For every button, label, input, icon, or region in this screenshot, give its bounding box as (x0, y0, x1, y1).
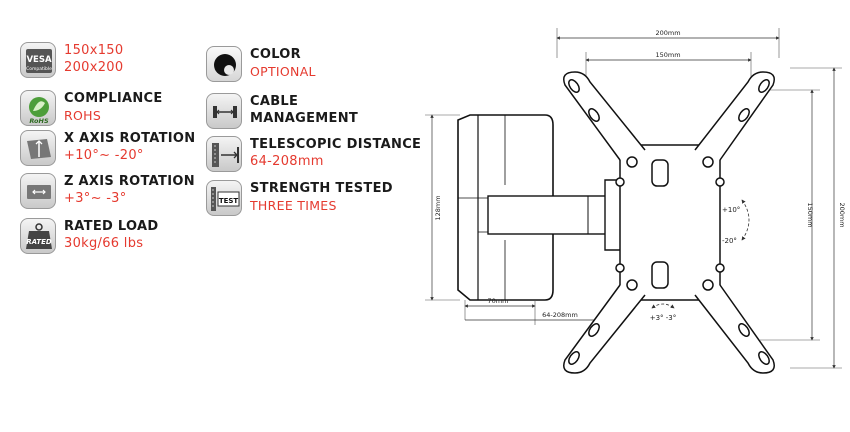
test-icon: TEST (206, 180, 242, 216)
z-rotation-icon (20, 173, 56, 209)
arm (487, 179, 623, 251)
compliance-label: COMPLIANCE (64, 91, 163, 106)
x-rotation-value: +10°~ -20° (64, 148, 144, 163)
dim-arm-range: 64-208mm (465, 310, 606, 325)
color-value: OPTIONAL (250, 64, 316, 79)
dim-width-outer: 200mm (556, 28, 780, 58)
weight-icon-text: RATED (26, 238, 52, 246)
rated-load-value: 30kg/66 lbs (64, 236, 144, 251)
spec-rated-load: RATED RATED LOAD 30kg/66 lbs (20, 218, 159, 254)
cable-clip-icon (206, 93, 242, 129)
spec-vesa: VESA Compatible 150x150 200x200 (20, 42, 123, 78)
spec-color: COLOR OPTIONAL (206, 46, 316, 82)
dim-arm-range-label: 64-208mm (542, 311, 578, 319)
z-rotation-label: Z AXIS ROTATION (64, 174, 195, 189)
rohs-icon: RoHS (20, 90, 56, 126)
dim-height-inner: 150mm (760, 89, 820, 341)
dim-height-inner-label: 150mm (806, 202, 814, 227)
dim-wall-height-label: 128mm (434, 195, 442, 220)
swivel-indicator: +3° -3° (650, 303, 677, 322)
telescopic-icon (206, 136, 242, 172)
dim-height-outer-label: 200mm (838, 202, 846, 227)
dim-wall-height: 128mm (425, 114, 460, 301)
x-rotation-icon (20, 130, 56, 166)
dim-width-outer-label: 200mm (655, 29, 680, 37)
spec-compliance: RoHS COMPLIANCE ROHS (20, 90, 163, 126)
spec-x-rotation: X AXIS ROTATION +10°~ -20° (20, 130, 195, 166)
rated-load-label: RATED LOAD (64, 219, 159, 234)
dim-arm-depth-label: 70mm (488, 297, 509, 305)
x-rotation-label: X AXIS ROTATION (64, 131, 196, 146)
strength-value: THREE TIMES (250, 198, 337, 213)
spec-strength: TEST STRENGTH TESTED THREE TIMES (206, 180, 393, 216)
z-rotation-value: +3°~ -3° (64, 191, 127, 206)
tilt-down-label: -20° (722, 237, 737, 245)
vesa-value-2: 200x200 (64, 60, 124, 75)
telescopic-label: TELESCOPIC DISTANCE (250, 137, 422, 152)
vesa-icon-text: VESA (26, 55, 52, 65)
vesa-bracket (563, 71, 775, 374)
color-label: COLOR (250, 47, 301, 62)
spec-z-rotation: Z AXIS ROTATION +3°~ -3° (20, 173, 195, 209)
swivel-label: +3° -3° (650, 314, 677, 322)
tilt-up-label: +10° (722, 206, 740, 214)
telescopic-value: 64-208mm (250, 154, 324, 169)
tilt-indicator: +10° -20° (722, 199, 750, 245)
vesa-value-1: 150x150 (64, 43, 124, 58)
strength-label: STRENGTH TESTED (250, 181, 393, 196)
compliance-value: ROHS (64, 108, 102, 123)
spec-telescopic: TELESCOPIC DISTANCE 64-208mm (206, 136, 421, 172)
test-icon-text: TEST (219, 197, 239, 205)
vesa-icon-subtext: Compatible (26, 66, 52, 72)
vesa-icon: VESA Compatible (20, 42, 56, 78)
dim-width-inner-label: 150mm (655, 51, 680, 59)
weight-icon: RATED (20, 218, 56, 254)
dim-arm-depth: 70mm (464, 297, 536, 320)
cable-label-1: CABLE (250, 94, 299, 109)
dim-height-outer: 200mm (790, 67, 846, 369)
dim-width-inner: 150mm (585, 51, 752, 78)
rohs-icon-text: RoHS (29, 117, 49, 125)
cable-label-2: MANAGEMENT (250, 111, 359, 126)
color-icon (206, 46, 242, 82)
spec-cable: CABLE MANAGEMENT (206, 93, 358, 129)
